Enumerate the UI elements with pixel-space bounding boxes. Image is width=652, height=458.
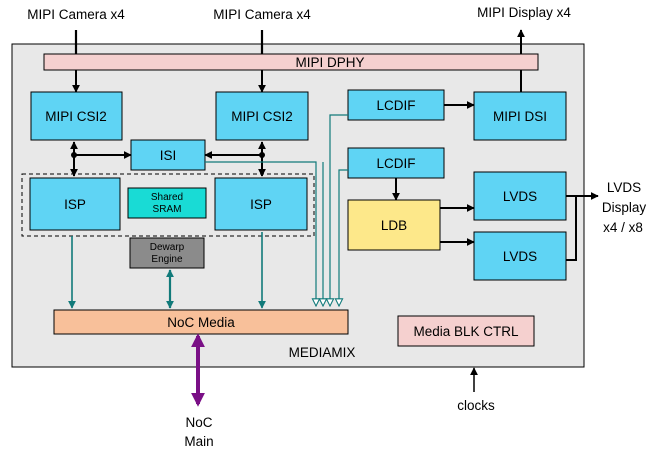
lcdif-bottom-block [347, 147, 445, 179]
noc-main-line1: NoC [185, 415, 212, 430]
dewarp-label-line2: Engine [151, 254, 183, 265]
isi-block [130, 139, 206, 171]
lcdif-top-label: LCDIF [376, 98, 415, 113]
lvds-bottom-out-line [566, 196, 577, 261]
mipi-dsi-label: MIPI DSI [493, 109, 547, 124]
media-blk-ctrl-block [397, 315, 535, 347]
noc-main-line2: Main [184, 434, 213, 449]
lvds-display-line2: Display [602, 200, 647, 215]
display-out-label: MIPI Display x4 [477, 5, 571, 20]
csi2-left-block [30, 91, 123, 141]
dewarp-engine-block [129, 237, 205, 269]
lvds-top-block [473, 171, 567, 221]
lcdif-top-block [347, 89, 445, 121]
isp-right-block [214, 177, 308, 231]
mipi-dsi-block [473, 91, 567, 141]
csi2-left-label: MIPI CSI2 [45, 109, 107, 124]
ldb-label: LDB [381, 218, 407, 233]
shared-sram-block [127, 187, 207, 219]
lvds-display-line3: x4 / x8 [603, 220, 643, 235]
dewarp-label-line1: Dewarp [150, 242, 185, 253]
csi2-right-label: MIPI CSI2 [231, 109, 293, 124]
isp-left-label: ISP [64, 197, 86, 212]
lvds-display-line1: LVDS [607, 180, 641, 195]
isi-to-noc-line [205, 161, 316, 306]
isp-right-label: ISP [250, 197, 272, 212]
isi-label: ISI [160, 148, 177, 163]
lvds-bottom-block [473, 231, 567, 281]
lcdif-top-to-noc-line [330, 114, 348, 306]
sram-label-line1: Shared [151, 192, 183, 203]
camera-left-label: MIPI Camera x4 [27, 7, 125, 22]
dphy-block [43, 53, 539, 71]
lvds-bottom-label: LVDS [503, 249, 537, 264]
csi2-right-block [215, 91, 309, 141]
mediamix-label: MEDIAMIX [289, 345, 356, 360]
isp-left-block [29, 177, 121, 231]
dphy-label: MIPI DPHY [295, 55, 364, 70]
media-blk-ctrl-label: Media BLK CTRL [413, 324, 519, 339]
ldb-block [347, 199, 441, 251]
clocks-label: clocks [457, 398, 495, 413]
noc-media-label: NoC Media [167, 315, 235, 330]
camera-right-label: MIPI Camera x4 [213, 7, 311, 22]
lcdif-bottom-label: LCDIF [376, 156, 415, 171]
lvds-top-label: LVDS [503, 189, 537, 204]
lcdif-bottom-to-noc-line [339, 169, 348, 306]
isp-group-outline [21, 173, 315, 237]
sram-label-line2: SRAM [153, 204, 182, 215]
